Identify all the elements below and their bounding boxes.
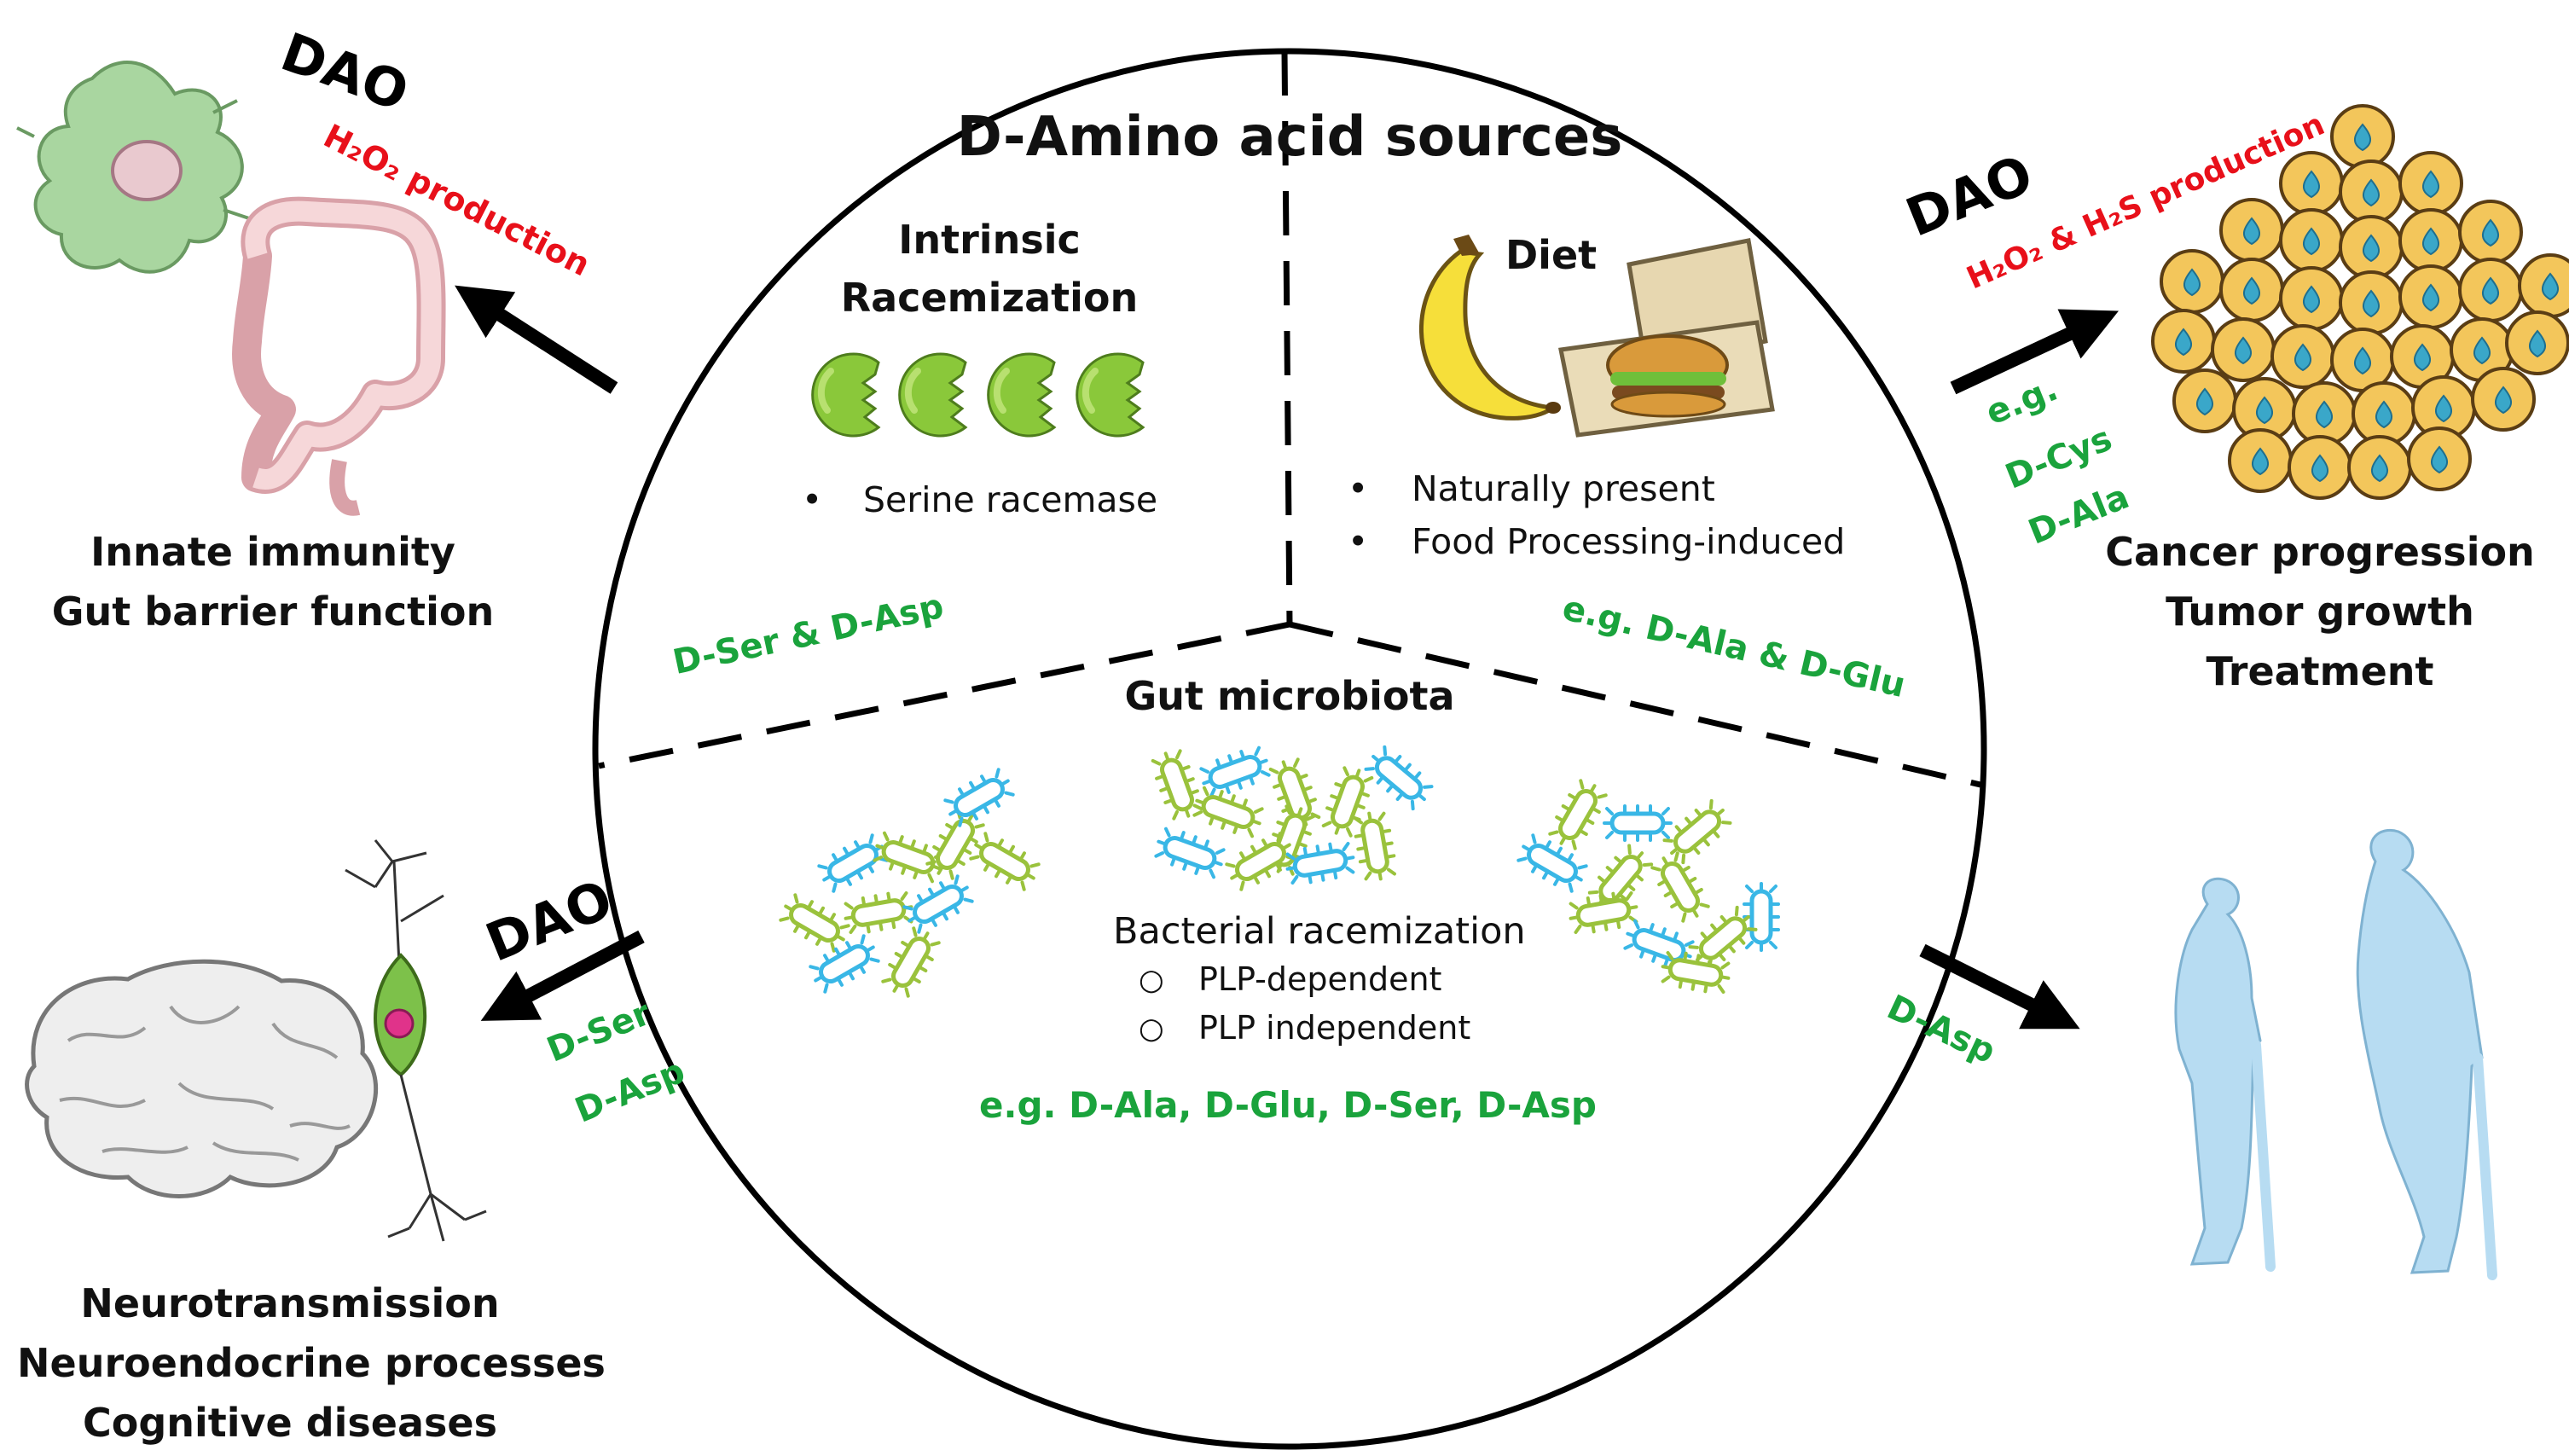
intrinsic-heading-line2: Racemization [840,275,1139,321]
outcome-top-right-line3: Treatment [2206,648,2434,694]
sources-ellipse [592,48,1987,1450]
enzyme-icon [813,354,1143,436]
outcome-top-left-line2: Gut barrier function [51,589,495,635]
divider-vertical [1281,50,1293,625]
arrow-bottom-right [1919,943,2080,1030]
intrinsic-bullet: Serine racemase [863,479,1158,520]
microbiota-subheading: Bacterial racemization [1113,910,1526,953]
macrophage-icon [16,61,250,274]
intrinsic-bullet-dot: • [802,479,823,520]
elderly-people-icon [2174,829,2497,1280]
banana-icon [1418,235,1561,421]
diet-bullet-1: Naturally present [1412,468,1715,509]
arrow-top-right [1950,309,2119,395]
outcome-top-right-line2: Tumor growth [2166,589,2474,635]
microbiota-heading: Gut microbiota [1124,673,1455,719]
brain-icon [25,959,378,1198]
arrow-top-left [455,285,618,394]
outcome-bottom-left-line3: Cognitive diseases [82,1400,498,1446]
divider-right [1289,621,1981,788]
microbiota-option-2: PLP independent [1198,1009,1471,1047]
outcome-top-left-line1: Innate immunity [90,529,455,575]
microbiota-examples: e.g. D-Ala, D-Glu, D-Ser, D-Asp [979,1084,1597,1126]
microbiota-option-dot-1: ○ [1139,963,1164,997]
microbiota-option-1: PLP-dependent [1198,960,1442,998]
intrinsic-heading-line1: Intrinsic [898,217,1081,263]
diet-bullet-2: Food Processing-induced [1412,521,1846,562]
divider-left [598,621,1290,769]
outcome-bottom-left-line2: Neuroendocrine processes [17,1340,606,1386]
diet-heading: Diet [1505,232,1598,278]
diet-bullet-dot-2: • [1348,521,1369,562]
colon-icon [232,196,446,516]
neuron-icon [345,839,487,1242]
outcome-top-right-line1: Cancer progression [2105,529,2535,575]
burger-box-icon [1558,238,1775,438]
sources-title: D-Amino acid sources [956,106,1623,169]
diet-bullet-dot-1: • [1348,468,1369,509]
arrow-bottom-left [480,930,645,1021]
outcome-bottom-left-line1: Neurotransmission [80,1280,500,1326]
microbiota-option-dot-2: ○ [1139,1012,1164,1046]
